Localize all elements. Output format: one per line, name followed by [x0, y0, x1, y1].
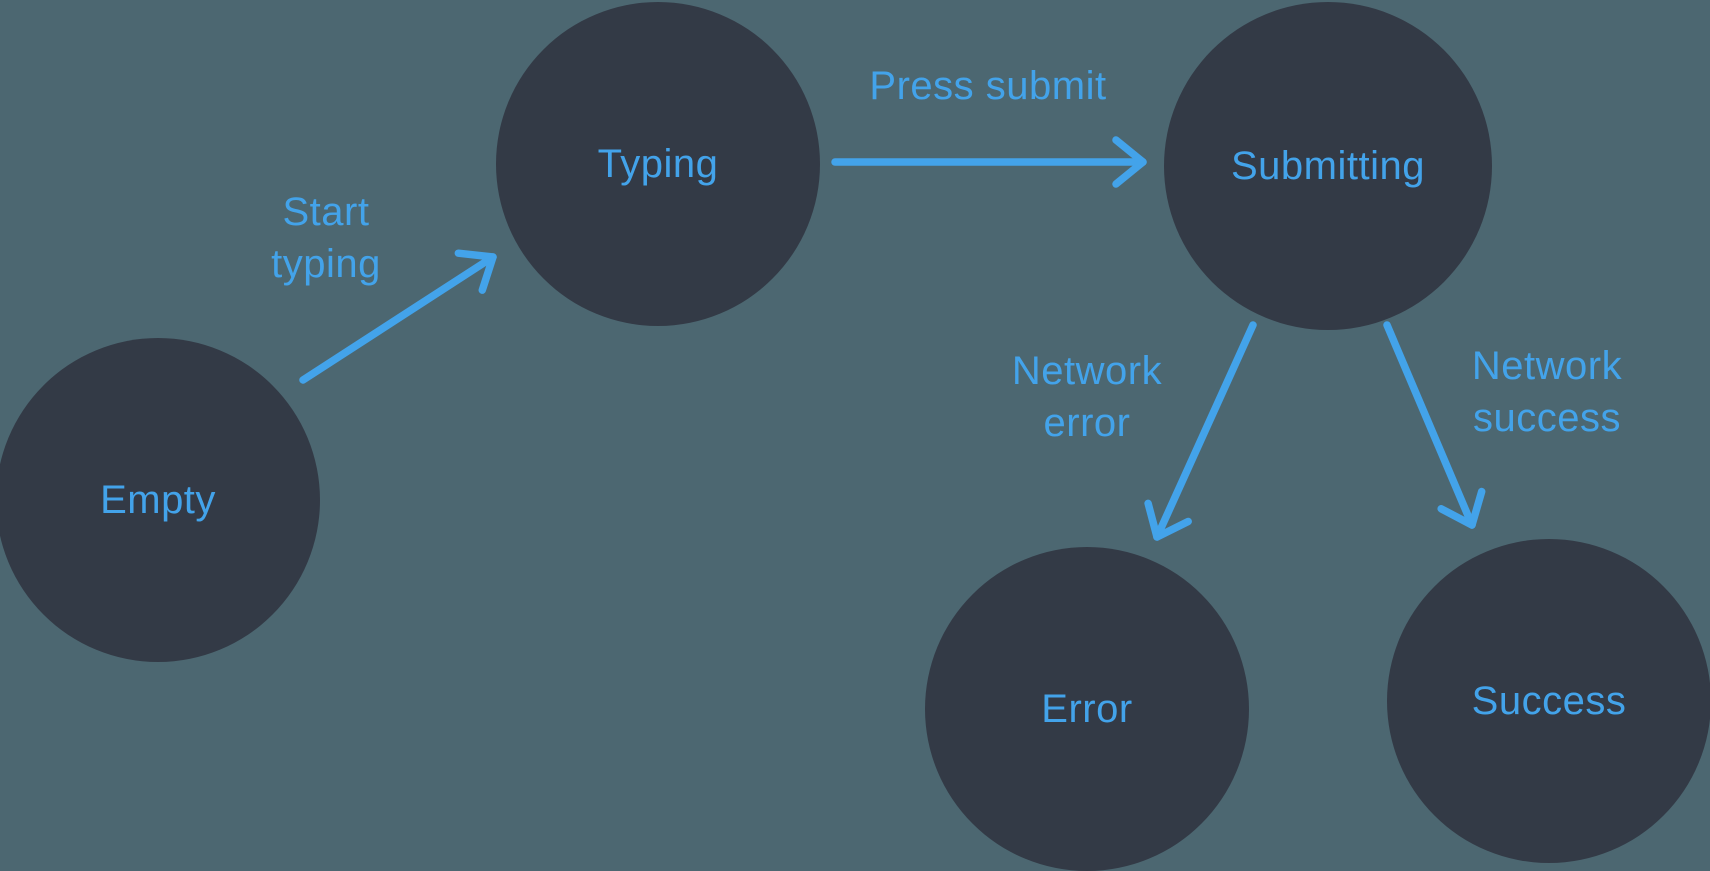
state-node-error: Error: [925, 547, 1249, 871]
state-node-submitting: Submitting: [1164, 2, 1492, 330]
transition-label-start-typing: Start typing: [271, 186, 381, 290]
state-node-success: Success: [1387, 539, 1710, 863]
transition-label-line: Start: [282, 190, 370, 234]
network-success-arrow-icon: [1383, 321, 1486, 529]
transition-label-network-success: Network success: [1472, 340, 1622, 444]
transition-label-line: Network: [1471, 344, 1623, 388]
transition-label-line: Press submit: [869, 64, 1107, 108]
transition-label-network-error: Network error: [1012, 345, 1162, 449]
state-label-error: Error: [1041, 686, 1133, 731]
state-node-empty: Empty: [0, 338, 320, 662]
transition-label-line: error: [1043, 401, 1131, 445]
transition-label-line: success: [1472, 396, 1621, 440]
state-label-typing: Typing: [597, 141, 719, 186]
transition-label-line: typing: [271, 242, 381, 286]
state-node-typing: Typing: [496, 2, 820, 326]
transition-label-press-submit: Press submit: [869, 60, 1106, 112]
state-label-empty: Empty: [100, 477, 216, 522]
state-label-success: Success: [1471, 678, 1627, 723]
network-error-arrow-icon: [1144, 321, 1257, 541]
start-typing-arrow-icon: [299, 249, 497, 384]
state-label-submitting: Submitting: [1231, 143, 1425, 188]
transition-label-line: Network: [1011, 349, 1163, 393]
